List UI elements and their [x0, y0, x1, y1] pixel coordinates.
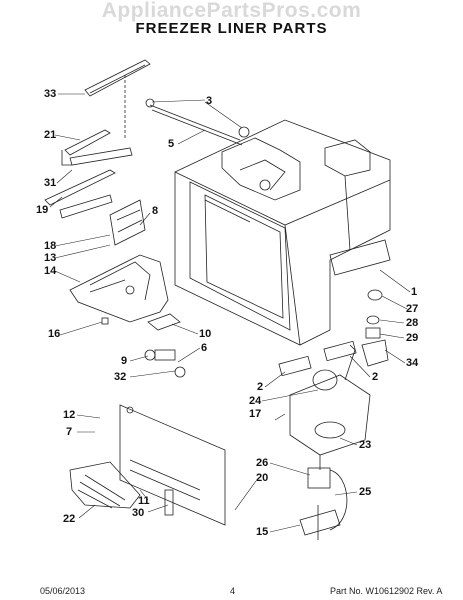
footer-part-number: Part No. W10612902 Rev. A: [330, 586, 443, 596]
callout-30: 30: [132, 507, 145, 519]
rear-panel-11: [119, 404, 226, 526]
callout-33: 33: [44, 88, 57, 100]
slide-rail-19: [44, 169, 146, 246]
callout-8: 8: [152, 205, 159, 217]
callout-20: 20: [256, 472, 269, 484]
grille-22: [69, 461, 141, 509]
callout-16: 16: [48, 328, 61, 340]
slide-rail-21: [61, 129, 133, 166]
callout-24: 24: [249, 395, 262, 407]
callout-7: 7: [66, 426, 73, 438]
callout-32: 32: [114, 371, 127, 383]
callout-9: 9: [121, 355, 128, 367]
bracket-15: [299, 505, 341, 540]
callout-17: 17: [249, 408, 262, 420]
callout-5: 5: [168, 138, 175, 150]
callout-1: 1: [411, 286, 418, 298]
freezer-liner-box: [174, 119, 391, 346]
callout-13: 13: [44, 252, 57, 264]
divider-tray-14: [69, 254, 169, 323]
callout-14: 14: [44, 265, 57, 277]
callout-12: 12: [63, 409, 76, 421]
callout-19: 19: [36, 204, 49, 216]
callout-28: 28: [406, 317, 419, 329]
callout-25: 25: [359, 486, 372, 498]
callout-10: 10: [199, 328, 212, 340]
motor-26: [307, 455, 348, 531]
fan-bracket-23: [289, 344, 371, 456]
callout-31: 31: [44, 177, 57, 189]
footer-date: 05/06/2013: [40, 586, 86, 596]
footer-page-number: 4: [230, 586, 236, 596]
callout-23: 23: [359, 439, 372, 451]
page-title: FREEZER LINER PARTS: [135, 20, 328, 37]
callout-18: 18: [44, 240, 57, 252]
callout-26: 26: [256, 457, 269, 469]
callout-11: 11: [138, 495, 150, 507]
callout-2b: 2: [372, 371, 379, 383]
clip-16: [101, 317, 109, 325]
fitting-9: [144, 349, 186, 378]
callout-34: 34: [406, 357, 419, 369]
callout-21: 21: [44, 129, 57, 141]
callout-27: 27: [406, 303, 419, 315]
upper-rail: [84, 59, 151, 140]
callout-3: 3: [206, 95, 213, 107]
callout-29: 29: [406, 332, 419, 344]
callout-6: 6: [201, 342, 208, 354]
watermark: AppliancePartsPros.com: [101, 0, 362, 22]
damper-parts: [361, 289, 389, 367]
callout-15: 15: [256, 526, 269, 538]
pad-10: [147, 313, 181, 331]
callout-2a: 2: [257, 381, 264, 393]
pad-2b: [323, 340, 357, 362]
pad-2a: [278, 355, 312, 377]
callout-22: 22: [63, 513, 76, 525]
shaft-3: [145, 98, 250, 146]
